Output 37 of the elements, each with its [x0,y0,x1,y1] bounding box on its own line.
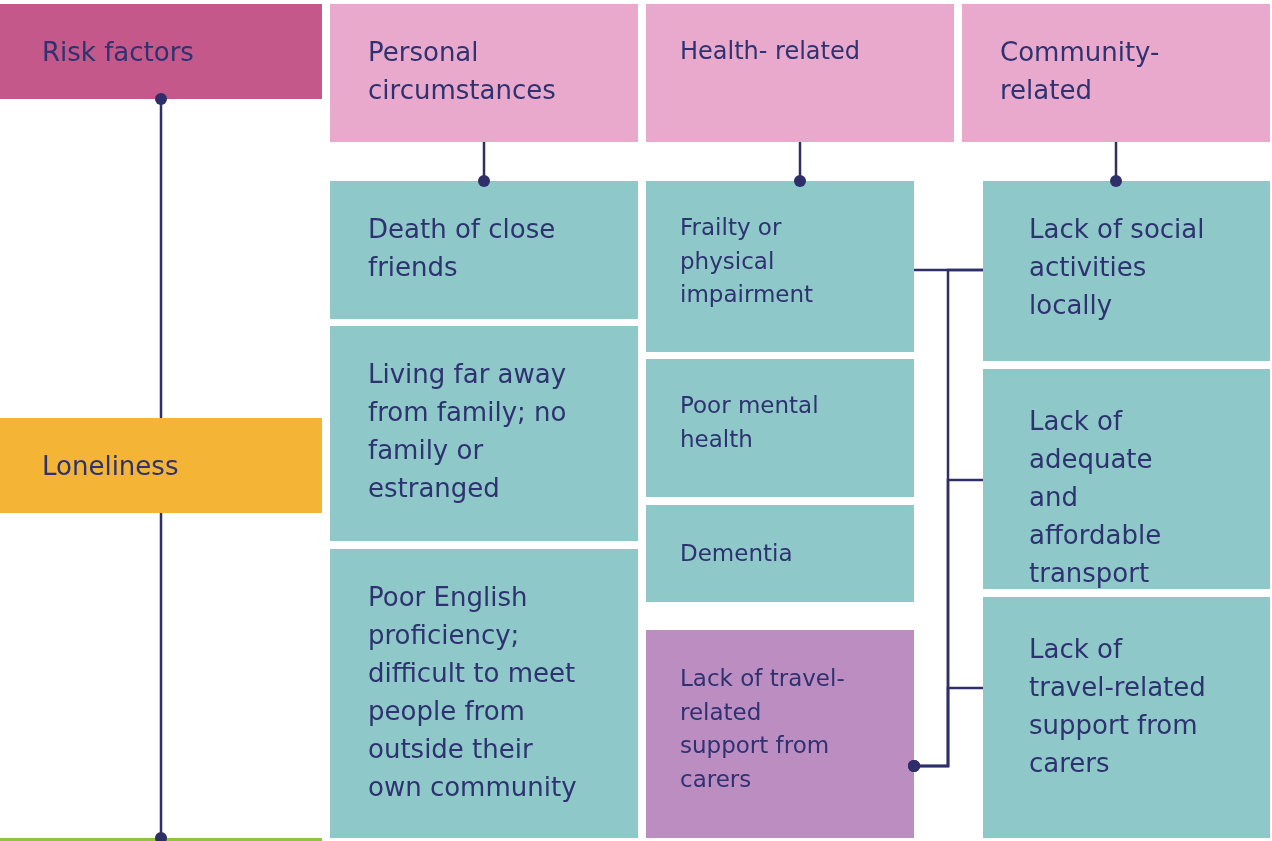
factor-box [330,549,638,838]
bar [0,838,322,841]
box-label: Health- related [680,36,861,67]
connector-line [794,142,806,187]
box-label: Lack of travel-related support from carers [1029,633,1207,780]
factor-box [983,597,1270,838]
box-label: Frailty or physical impairment [680,213,815,310]
box-label: Poor mental health [680,391,820,454]
factor-box [983,181,1270,361]
box-label: Risk factors [42,36,195,69]
box-label: Dementia [680,539,794,568]
factor-box [330,326,638,541]
connector-line [908,686,983,772]
connector-line [1110,142,1122,187]
box-label: Poor English proficiency; difficult to meet people from outside their own community [368,581,578,804]
connector-line [155,93,167,418]
category-box [330,4,638,142]
outcome-box [0,418,322,513]
box-label: Loneliness [42,450,180,483]
factor-box [646,181,914,352]
box-label: Lack of travel-related support from carers [680,664,845,794]
box-label: Community- related [1000,36,1161,107]
category-box [962,4,1270,142]
factor-box [330,181,638,319]
connector-line [478,142,490,187]
box-label: Lack of adequate and affordable transport [1029,405,1163,590]
factor-box [646,359,914,497]
heading-box [0,4,322,99]
category-box [646,4,954,142]
highlighted-factor-box [646,630,914,838]
box-label: Death of close friends [368,213,557,284]
factor-box [983,369,1270,589]
box-label: Lack of social activities locally [1029,213,1206,322]
factor-box [646,505,914,602]
box-label: Living far away from family; no family or estranged [368,358,568,505]
box-label: Personal circumstances [368,36,557,107]
connector-line [155,513,167,841]
